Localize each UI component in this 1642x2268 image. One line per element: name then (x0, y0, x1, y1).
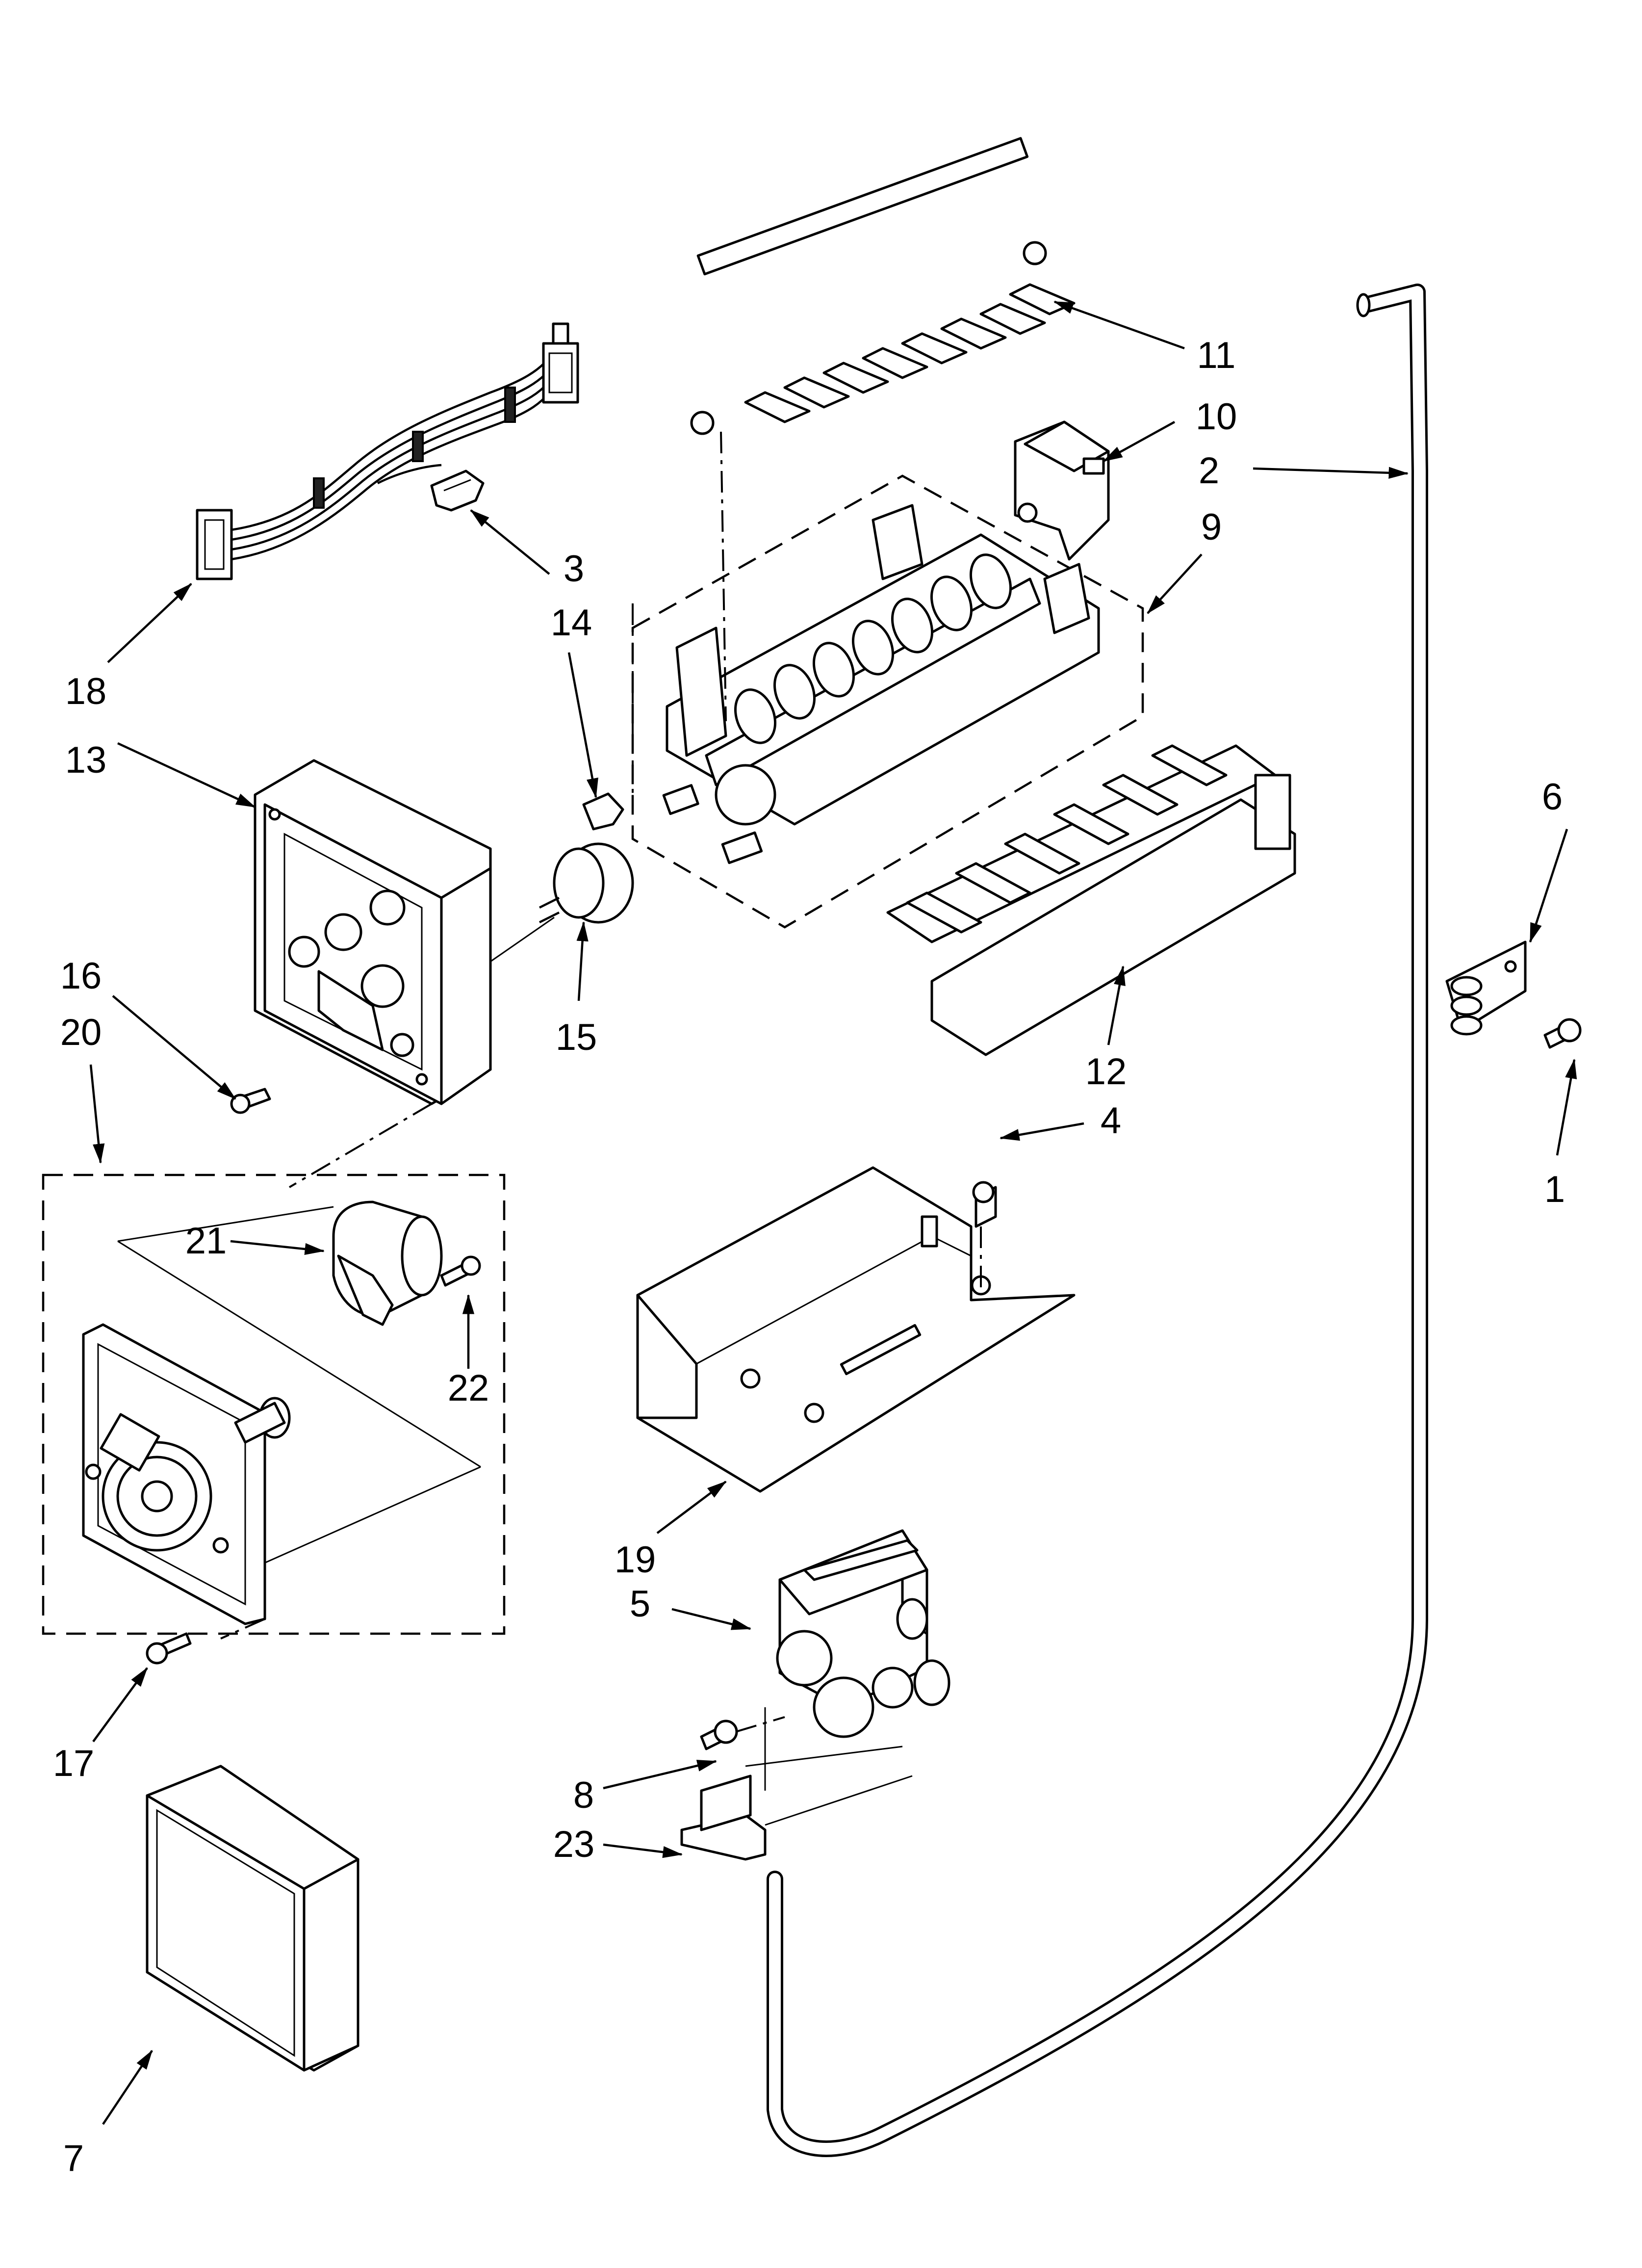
callout-1: 1 (1544, 1169, 1565, 1210)
callout-12: 12 (1085, 1051, 1127, 1093)
screw-part-16 (230, 1088, 271, 1114)
screw-part-22 (440, 1255, 481, 1287)
callout-8: 8 (573, 1774, 594, 1816)
callout-2: 2 (1199, 450, 1219, 492)
callout-13: 13 (65, 739, 107, 781)
clamp-part (1445, 940, 1527, 1036)
switch-clip-part (582, 792, 624, 831)
callout-labels: 1 2 3 4 5 6 7 8 9 10 11 12 13 14 15 16 1… (53, 335, 1565, 2179)
callout-15: 15 (556, 1017, 597, 1058)
callout-7: 7 (63, 2138, 84, 2179)
assembly-guide-lines (220, 431, 982, 1733)
callout-11: 11 (1197, 335, 1236, 376)
callout-14: 14 (551, 602, 592, 644)
box-cover-part (146, 1765, 359, 2072)
mold-part (662, 504, 1100, 864)
module-housing-part (254, 759, 492, 1105)
callout-21: 21 (185, 1220, 227, 1262)
callout-4: 4 (1101, 1100, 1121, 1142)
cover-part (1014, 420, 1110, 561)
callout-3: 3 (564, 548, 584, 590)
bracket-part (886, 744, 1296, 1056)
valve-bracket-part (680, 1707, 913, 1861)
callout-16: 16 (60, 955, 102, 997)
ejector-part (690, 137, 1076, 435)
callout-17: 17 (53, 1743, 95, 1784)
callout-19: 19 (615, 1539, 656, 1581)
callout-22: 22 (448, 1367, 489, 1409)
module-plate-part (82, 1323, 291, 1625)
mold-assembly-outline (631, 474, 1144, 929)
clip-part (430, 469, 485, 512)
water-valve-part (776, 1529, 950, 1738)
screw-part-4 (972, 1181, 997, 1228)
callout-10: 10 (1196, 396, 1237, 438)
water-tube-part (767, 284, 1428, 2157)
callout-9: 9 (1201, 506, 1222, 548)
wire-harness-part (196, 322, 579, 580)
callout-6: 6 (1542, 776, 1563, 818)
callout-20: 20 (60, 1012, 102, 1053)
callout-23: 23 (553, 1824, 595, 1865)
motor-assembly-outline (42, 1173, 506, 1635)
thermostat-part (490, 842, 634, 963)
motor-part (332, 1200, 443, 1326)
screw-part-17 (146, 1632, 192, 1665)
shield-part (636, 1166, 1076, 1493)
callout-5: 5 (630, 1583, 650, 1625)
screw-part-1 (1543, 1018, 1582, 1049)
callout-18: 18 (65, 671, 107, 712)
leader-arrows (89, 300, 1577, 2125)
screw-part-8 (700, 1720, 738, 1750)
